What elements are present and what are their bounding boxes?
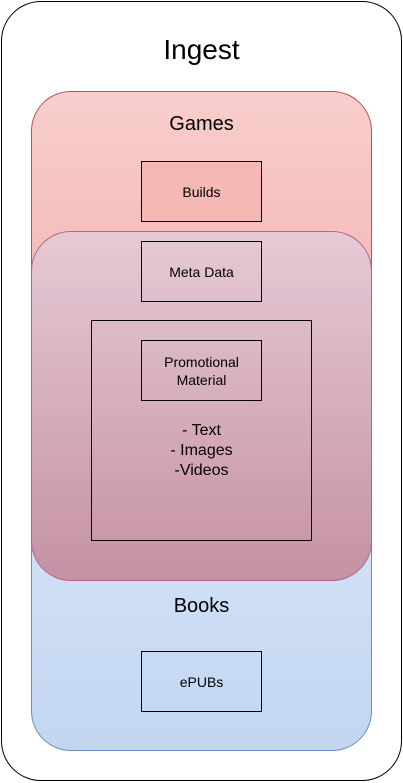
games-books-overlap [31,231,372,581]
promotional-container [91,320,312,541]
promotional-material-box: Promotional Material [141,340,262,401]
promotional-material-label: Promotional Material [164,353,239,388]
metadata-box: Meta Data [141,241,262,302]
games-label: Games [169,113,234,135]
builds-label: Builds [182,183,221,200]
epubs-box: ePUBs [141,651,262,712]
books-label: Books [173,595,230,617]
builds-box: Builds [141,161,262,222]
promotional-item-text: - Text [182,422,221,439]
promotional-items-list: - Text - Images -Videos [91,421,312,481]
promotional-item-images: - Images [170,442,233,459]
metadata-label: Meta Data [169,263,234,280]
ingest-title: Ingest [163,34,240,65]
promotional-item-videos: -Videos [174,462,229,479]
epubs-label: ePUBs [179,673,224,690]
